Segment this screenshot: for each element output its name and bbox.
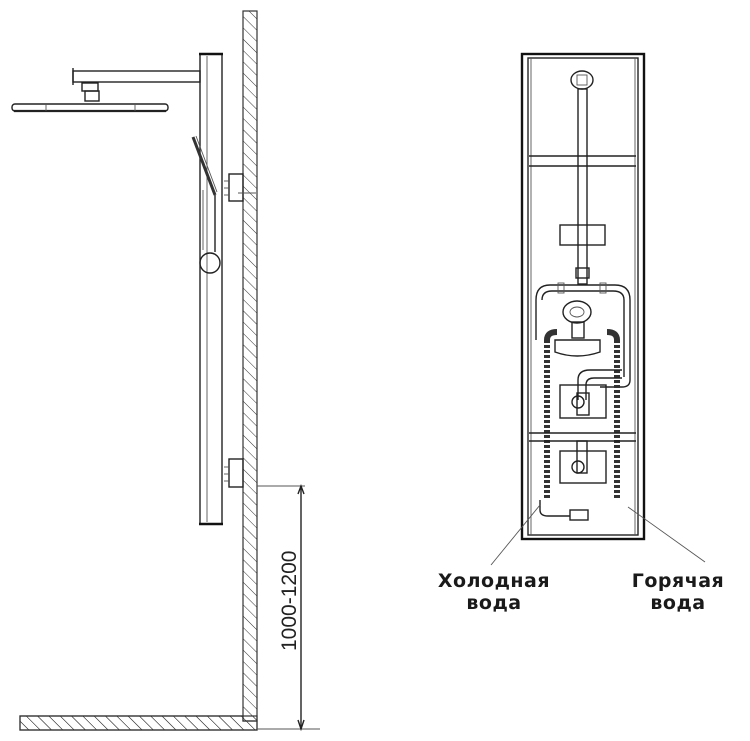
rain-shower-head — [11, 103, 169, 113]
wall-bracket-lower — [224, 458, 244, 488]
cold-water-label-line1: Холодная — [437, 570, 551, 592]
hot-water-leader — [627, 506, 706, 563]
front-view — [490, 52, 706, 566]
side-view — [11, 10, 320, 732]
wall-bracket-upper — [224, 173, 256, 202]
overhead-outlet — [570, 70, 594, 90]
hot-water-label-line1: Горячая — [631, 570, 725, 592]
valve-plate-lower — [559, 440, 607, 484]
valve-plate-upper — [559, 384, 607, 419]
cold-water-label: Холодная вода — [424, 570, 564, 614]
shower-panel-side — [199, 52, 223, 526]
cold-water-label-line2: вода — [466, 592, 522, 614]
wall — [242, 10, 258, 722]
floor — [19, 715, 258, 731]
flex-hose-hot — [606, 329, 620, 500]
height-dimension-label: 1000-1200 — [278, 550, 301, 651]
hot-water-label: Горячая вода — [618, 570, 738, 614]
cold-water-leader — [490, 504, 541, 566]
panel-frame-outer — [520, 52, 646, 541]
hot-water-label-line2: вода — [650, 592, 706, 614]
flex-hose-cold — [544, 329, 558, 500]
thermostatic-valve — [554, 300, 601, 357]
crossbar-upper — [529, 155, 636, 167]
header-pipe — [535, 282, 631, 388]
riser-connector — [575, 267, 590, 279]
shower-arm — [72, 68, 201, 85]
hand-shower-outlet — [539, 500, 589, 521]
height-dimension — [257, 484, 320, 732]
hand-shower — [191, 135, 221, 274]
mount-plate-upper — [559, 224, 606, 246]
head-connector — [81, 82, 100, 102]
riser-pipe — [577, 88, 588, 285]
panel-frame-inner — [527, 57, 639, 536]
